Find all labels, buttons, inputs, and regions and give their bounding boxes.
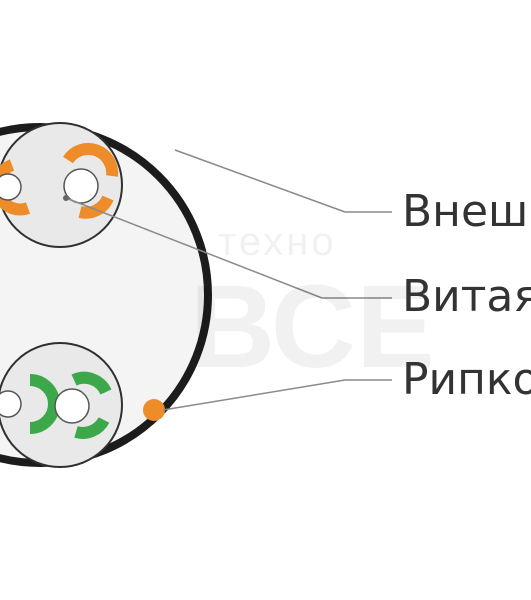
- label-ripcord: Рипко: [402, 354, 531, 405]
- green-conductor-left: [0, 390, 22, 418]
- leader-line-outer-sheath: [174, 149, 346, 213]
- green-wire-left: [29, 374, 60, 434]
- leader-line-ripcord: [162, 379, 346, 411]
- leader-line-twisted-pair: [65, 197, 323, 299]
- green-wire-right: [71, 371, 112, 395]
- orange-wire-right: [62, 142, 119, 177]
- label-twisted-pair: Витая: [402, 271, 531, 322]
- green-conductor-right: [54, 388, 90, 424]
- label-outer-sheath: Внеш: [402, 186, 529, 237]
- orange-conductor-left: [0, 173, 22, 201]
- twisted-pair-pointer-dot: [63, 195, 69, 201]
- watermark-large-text: ВСЕ: [190, 261, 435, 393]
- orange-conductor-right: [63, 168, 99, 204]
- watermark-small-text: техно: [218, 220, 337, 264]
- ripcord: [143, 399, 165, 421]
- orange-wire-left: [0, 159, 31, 216]
- green-wire-right-lower: [74, 416, 110, 439]
